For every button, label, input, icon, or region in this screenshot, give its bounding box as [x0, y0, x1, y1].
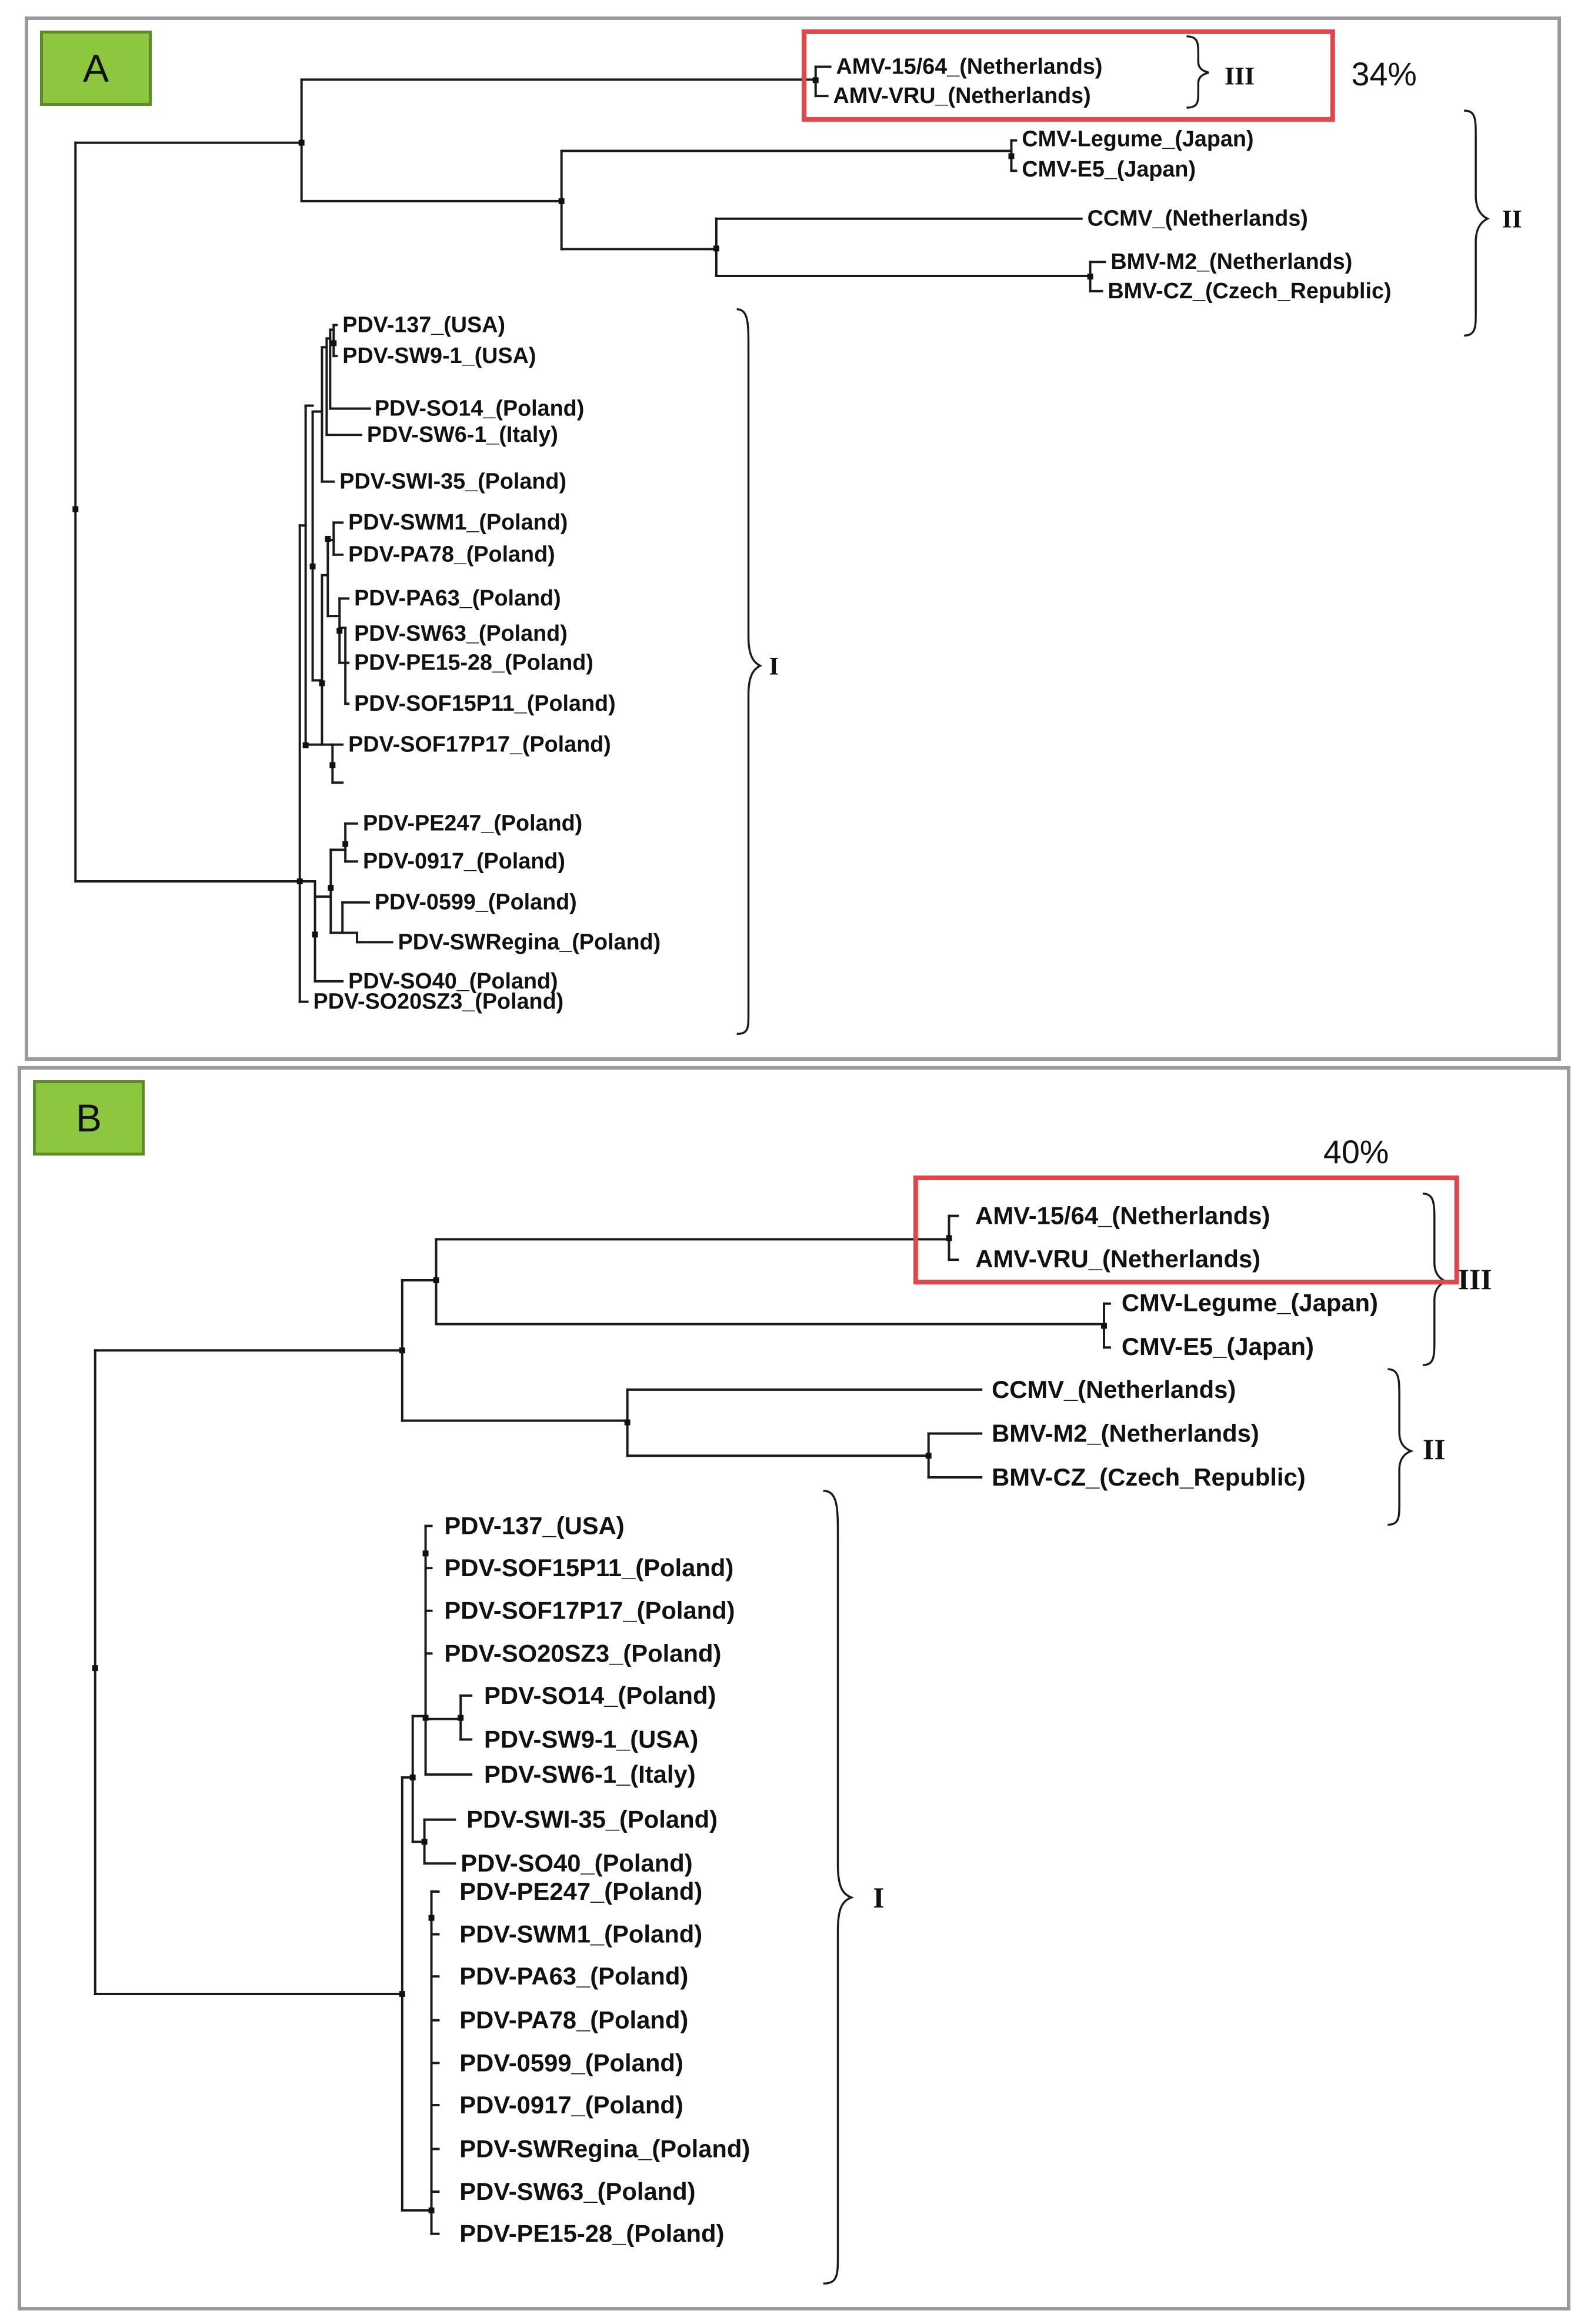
- leaf-b-14: PDV-SWI-35_(Poland): [466, 1806, 718, 1833]
- phylo-tree-b: AMV-15/64_(Netherlands) AMV-VRU_(Netherl…: [92, 1134, 1492, 2285]
- panel-b: B: [18, 1066, 1570, 2310]
- leaf-b-5: BMV-M2_(Netherlands): [992, 1419, 1259, 1447]
- leaf-a-15: PDV-SW63_(Poland): [354, 621, 568, 645]
- panel-b-badge: B: [33, 1080, 145, 1156]
- leaf-b-13: PDV-SW6-1_(Italy): [484, 1760, 696, 1788]
- brace-b-II: [1387, 1368, 1414, 1526]
- leaf-a-3: CMV-E5_(Japan): [1022, 157, 1196, 181]
- clade-b-II: II: [1423, 1433, 1446, 1466]
- leaf-a-16: PDV-PE15-28_(Poland): [354, 650, 593, 674]
- leaf-a-20: PDV-0917_(Poland): [363, 848, 565, 873]
- brace-b-I: [823, 1490, 855, 2285]
- brace-a-III: [1186, 35, 1209, 109]
- phylo-tree-a: AMV-15/64_(Netherlands) AMV-VRU_(Netherl…: [72, 29, 1522, 1036]
- percent-b: 40%: [1323, 1134, 1389, 1170]
- leaf-b-16: PDV-PE247_(Poland): [459, 1877, 702, 1905]
- leaf-a-5: BMV-M2_(Netherlands): [1110, 249, 1352, 274]
- leaf-b-0: AMV-15/64_(Netherlands): [975, 1202, 1270, 1230]
- leaf-b-2: CMV-Legume_(Japan): [1122, 1289, 1378, 1317]
- tree-b-leaves: AMV-15/64_(Netherlands) AMV-VRU_(Netherl…: [444, 1202, 1378, 2248]
- clade-b-III: III: [1458, 1263, 1492, 1296]
- clade-b-I: I: [873, 1882, 884, 1914]
- leaf-b-11: PDV-SO14_(Poland): [484, 1682, 716, 1709]
- percent-a: 34%: [1352, 56, 1417, 92]
- brace-b-III: [1422, 1193, 1449, 1366]
- leaf-a-6: BMV-CZ_(Czech_Republic): [1108, 278, 1391, 303]
- clade-a-II: II: [1502, 205, 1522, 234]
- leaf-a-18: PDV-SOF17P17_(Poland): [348, 732, 611, 757]
- clade-a-I: I: [769, 652, 779, 680]
- tree-a-leaves: AMV-15/64_(Netherlands) AMV-VRU_(Netherl…: [313, 54, 1392, 1013]
- leaf-b-4: CCMV_(Netherlands): [992, 1376, 1236, 1403]
- clade-a-III: III: [1225, 62, 1255, 90]
- leaf-a-12: PDV-SWM1_(Poland): [348, 510, 568, 534]
- leaf-b-22: PDV-SWRegina_(Poland): [459, 2135, 750, 2162]
- leaf-b-19: PDV-PA78_(Poland): [459, 2006, 688, 2034]
- leaf-b-10: PDV-SO20SZ3_(Poland): [444, 1639, 721, 1667]
- leaf-b-1: AMV-VRU_(Netherlands): [975, 1245, 1260, 1273]
- leaf-a-8: PDV-SW9-1_(USA): [342, 343, 536, 368]
- leaf-b-9: PDV-SOF17P17_(Poland): [444, 1597, 735, 1624]
- tree-a-branches: [74, 65, 1106, 1003]
- leaf-b-18: PDV-PA63_(Poland): [459, 1962, 688, 1990]
- leaf-a-1: AMV-VRU_(Netherlands): [833, 83, 1091, 108]
- leaf-a-19: PDV-PE247_(Poland): [363, 811, 582, 835]
- leaf-b-6: BMV-CZ_(Czech_Republic): [992, 1463, 1306, 1491]
- leaf-b-7: PDV-137_(USA): [444, 1511, 624, 1539]
- tree-b-nodes: [92, 1235, 1107, 2213]
- brace-a-I: [736, 308, 763, 1036]
- leaf-a-17: PDV-SOF15P11_(Poland): [354, 691, 616, 715]
- leaf-a-4: CCMV_(Netherlands): [1088, 206, 1308, 231]
- leaf-b-17: PDV-SWM1_(Poland): [459, 1920, 702, 1948]
- leaf-a-0: AMV-15/64_(Netherlands): [836, 54, 1102, 78]
- highlight-box-b: [913, 1175, 1459, 1284]
- tree-a-nodes: [72, 77, 1093, 938]
- leaf-a-11: PDV-SWI-35_(Poland): [339, 469, 566, 494]
- leaf-a-2: CMV-Legume_(Japan): [1022, 126, 1253, 151]
- leaf-b-20: PDV-0599_(Poland): [459, 2049, 683, 2076]
- leaf-b-3: CMV-E5_(Japan): [1122, 1333, 1314, 1360]
- leaf-a-10: PDV-SW6-1_(Italy): [367, 422, 558, 447]
- leaf-a-21: PDV-0599_(Poland): [375, 890, 577, 914]
- leaf-b-23: PDV-SW63_(Poland): [459, 2177, 695, 2205]
- leaf-b-8: PDV-SOF15P11_(Poland): [444, 1554, 733, 1581]
- leaf-a-7: PDV-137_(USA): [342, 312, 505, 337]
- leaf-a-9: PDV-SO14_(Poland): [375, 395, 584, 420]
- tree-b-branches: [94, 1214, 1111, 2235]
- leaf-a-13: PDV-PA78_(Poland): [348, 542, 555, 567]
- leaf-b-21: PDV-0917_(Poland): [459, 2091, 683, 2119]
- brace-a-II: [1464, 109, 1490, 337]
- leaf-a-14: PDV-PA63_(Poland): [354, 585, 561, 610]
- leaf-b-15: PDV-SO40_(Poland): [461, 1849, 692, 1877]
- leaf-a-23: PDV-SO40_(Poland): [348, 968, 558, 993]
- panel-a: A: [25, 16, 1561, 1061]
- leaf-b-24: PDV-PE15-28_(Poland): [459, 2220, 724, 2248]
- highlight-box-a: [801, 29, 1335, 122]
- leaf-a-24: PDV-SO20SZ3_(Poland): [313, 989, 564, 1014]
- leaf-a-22: PDV-SWRegina_(Poland): [398, 929, 661, 954]
- panel-a-badge: A: [40, 31, 152, 106]
- leaf-b-12: PDV-SW9-1_(USA): [484, 1725, 698, 1753]
